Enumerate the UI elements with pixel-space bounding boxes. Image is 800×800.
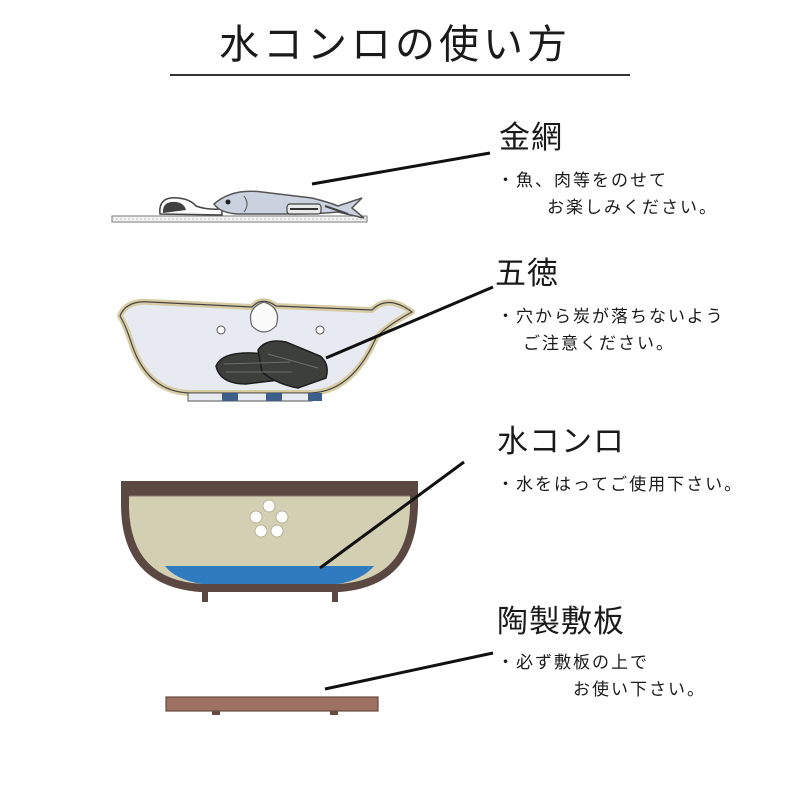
grill-net-label: 金網: [499, 120, 563, 156]
base-plate-drawing: [165, 696, 379, 715]
water-stove-note-line-1: ・水をはってご使用下さい。: [497, 475, 744, 495]
base-plate-note: ・必ず敷板の上で お使い下さい。: [497, 650, 706, 704]
grill-net-leader-line: [311, 151, 491, 186]
base-plate-label: 陶製敷板: [497, 604, 625, 640]
gotoku-note-line-1: ・穴から炭が落ちないよう: [497, 307, 725, 327]
grill-net-note: ・魚、肉等をのせて お楽しみください。: [497, 168, 718, 222]
water-stove-drawing: [121, 481, 418, 602]
gotoku-note: ・穴から炭が落ちないよう ご注意ください。: [497, 304, 725, 358]
grill-net-note-line-2: お楽しみください。: [547, 198, 718, 218]
title-underline: [170, 74, 630, 76]
base-plate: [165, 696, 379, 712]
base-plate-note-line-1: ・必ず敷板の上で: [497, 653, 649, 673]
grill-net-drawing: [111, 190, 368, 223]
vent-holes: [249, 499, 289, 538]
page-title: 水コンロの使い方: [219, 22, 571, 68]
base-plate-leader-line: [324, 651, 494, 691]
gotoku-leader-line: [325, 285, 494, 360]
gotoku-note-line-2: ご注意ください。: [523, 334, 675, 354]
grill-net-note-line-1: ・魚、肉等をのせて: [497, 171, 668, 191]
water-stove-leader-line: [319, 460, 465, 570]
water-layer: [165, 566, 374, 584]
gotoku-label: 五徳: [495, 256, 559, 292]
water-stove-note: ・水をはってご使用下さい。: [497, 472, 743, 499]
charcoal-drawing: [215, 340, 328, 389]
water-stove-label: 水コンロ: [497, 424, 625, 460]
base-plate-note-line-2: お使い下さい。: [573, 680, 706, 700]
gotoku-drawing: [117, 298, 415, 402]
